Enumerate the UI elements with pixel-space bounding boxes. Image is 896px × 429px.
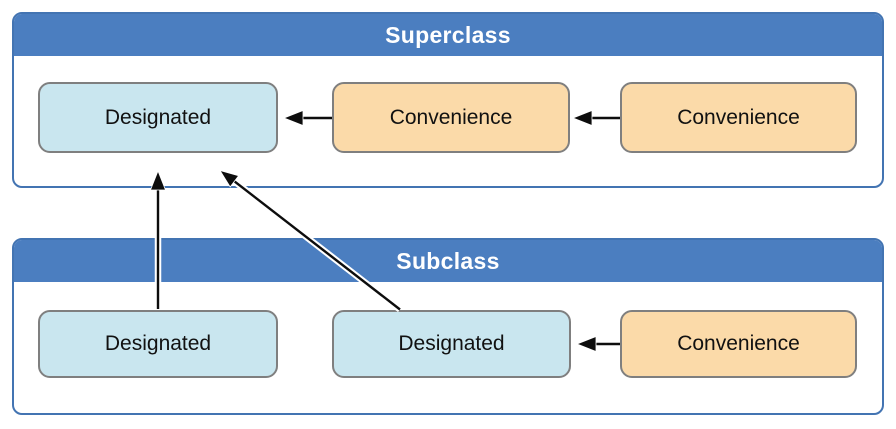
node-label: Designated: [104, 332, 212, 355]
subclass-designated-box-1: Designated: [38, 310, 278, 378]
superclass-convenience-box-2: Convenience: [620, 82, 857, 153]
superclass-container: Superclass Designated Convenience Conven…: [12, 12, 884, 188]
subclass-designated-box-2: Designated: [332, 310, 571, 378]
subclass-header-bar: Subclass: [14, 240, 882, 282]
node-label: Designated: [398, 332, 505, 355]
node-label: Convenience: [677, 105, 800, 129]
superclass-designated-box: Designated: [38, 82, 278, 153]
subclass-convenience-box: Convenience: [620, 310, 857, 378]
superclass-title: Superclass: [385, 21, 511, 48]
node-label: Convenience: [677, 332, 800, 355]
subclass-title: Subclass: [396, 247, 500, 274]
subclass-container: Subclass Designated Designated Convenien…: [12, 238, 884, 415]
node-label: Designated: [104, 105, 212, 129]
superclass-header-bar: Superclass: [14, 14, 882, 56]
superclass-convenience-box-1: Convenience: [332, 82, 570, 153]
node-label: Convenience: [389, 105, 513, 129]
